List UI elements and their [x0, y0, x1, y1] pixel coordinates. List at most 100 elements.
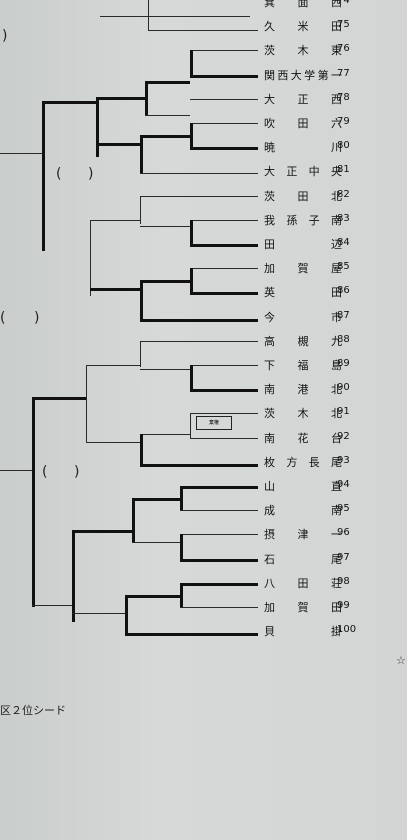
bracket-line [190, 123, 193, 148]
bracket-line [96, 96, 145, 100]
bracket-line [190, 50, 258, 52]
bracket-line [180, 558, 258, 562]
bracket-line [140, 318, 258, 322]
team-number: 96 [337, 527, 350, 539]
bracket-line [180, 486, 258, 489]
bracket-line [125, 594, 180, 598]
bracket-line [180, 582, 183, 607]
bracket-line [86, 441, 140, 443]
team-name: 久米田 [264, 20, 342, 34]
bracket-line [96, 143, 140, 147]
bracket-line [0, 153, 42, 155]
bracket-line [140, 463, 258, 467]
team-number: 93 [337, 454, 350, 466]
bracket-line [190, 437, 258, 439]
bracket-line [190, 413, 258, 415]
footer-note: 区２位シード [0, 704, 66, 717]
bracket-line [145, 80, 148, 115]
team-name: 暁川 [264, 141, 342, 155]
team-name: 加賀屋 [264, 262, 342, 276]
star-mark: ☆ [396, 654, 406, 667]
bracket-line [132, 498, 135, 542]
team-name: 成南 [264, 504, 342, 518]
bracket-line [145, 80, 190, 84]
bracket-line [72, 613, 125, 614]
bracket-line [140, 173, 258, 175]
team-number: 91 [337, 406, 350, 418]
bracket-line [148, 30, 258, 31]
team-name: 箕面西 [264, 0, 342, 9]
team-name: 大正西 [264, 92, 342, 106]
bracket-line [145, 114, 190, 116]
bracket-line [140, 369, 190, 370]
bracket-line [190, 74, 258, 78]
bracket-line [180, 607, 258, 608]
bracket-line [90, 219, 91, 296]
blank-paren: ) [2, 28, 8, 44]
bracket-line [32, 397, 35, 608]
bracket-line [148, 0, 149, 30]
team-name: 貝掛 [264, 625, 342, 639]
bracket-line [90, 219, 140, 221]
team-name: 大正中央 [264, 165, 342, 179]
bracket-line [86, 365, 140, 366]
bracket-line [32, 605, 72, 606]
bracket-line [180, 534, 183, 559]
bracket-line [190, 365, 258, 366]
bracket-line [190, 123, 258, 124]
team-name: 山直 [264, 480, 342, 493]
bracket-line [140, 433, 143, 464]
team-number: 85 [337, 261, 350, 273]
bracket-line [190, 219, 193, 244]
blank-paren: ( [0, 310, 6, 326]
team-name: 南花台 [264, 431, 342, 445]
team-name: 田辺 [264, 238, 342, 251]
team-name: 加賀田 [264, 601, 342, 614]
team-number: 75 [337, 19, 350, 31]
team-number: 80 [337, 140, 350, 152]
team-name: 茨木東 [264, 44, 342, 58]
team-name: 吹田六 [264, 117, 342, 130]
team-name: 石尾 [264, 552, 342, 566]
bracket-line [140, 135, 190, 138]
blank-paren: ) [34, 310, 40, 326]
team-number: 84 [337, 237, 350, 248]
team-number: 82 [337, 188, 350, 200]
team-number: 86 [337, 285, 350, 297]
team-number: 92 [337, 430, 350, 442]
bracket-line [180, 486, 183, 511]
bracket-line [140, 225, 190, 227]
team-name: 今市 [264, 310, 342, 324]
team-name: 関西大学第一 [264, 68, 342, 82]
bracket-line [190, 219, 258, 221]
bracket-line [132, 498, 180, 501]
team-name: 英田 [264, 286, 342, 300]
bracket-line [140, 135, 143, 174]
bracket-line [42, 100, 45, 251]
bracket-line [72, 530, 75, 623]
bracket-line [86, 365, 87, 443]
team-number: 81 [337, 164, 350, 176]
bracket-line [140, 195, 258, 197]
bracket-line [190, 365, 193, 390]
team-name: 八田荘 [264, 576, 342, 590]
team-number: 90 [337, 382, 350, 394]
team-number: 94 [337, 479, 350, 490]
blank-paren: ( [56, 166, 62, 182]
forfeit-box: 棄権 [196, 416, 232, 430]
bracket-line [180, 582, 258, 586]
